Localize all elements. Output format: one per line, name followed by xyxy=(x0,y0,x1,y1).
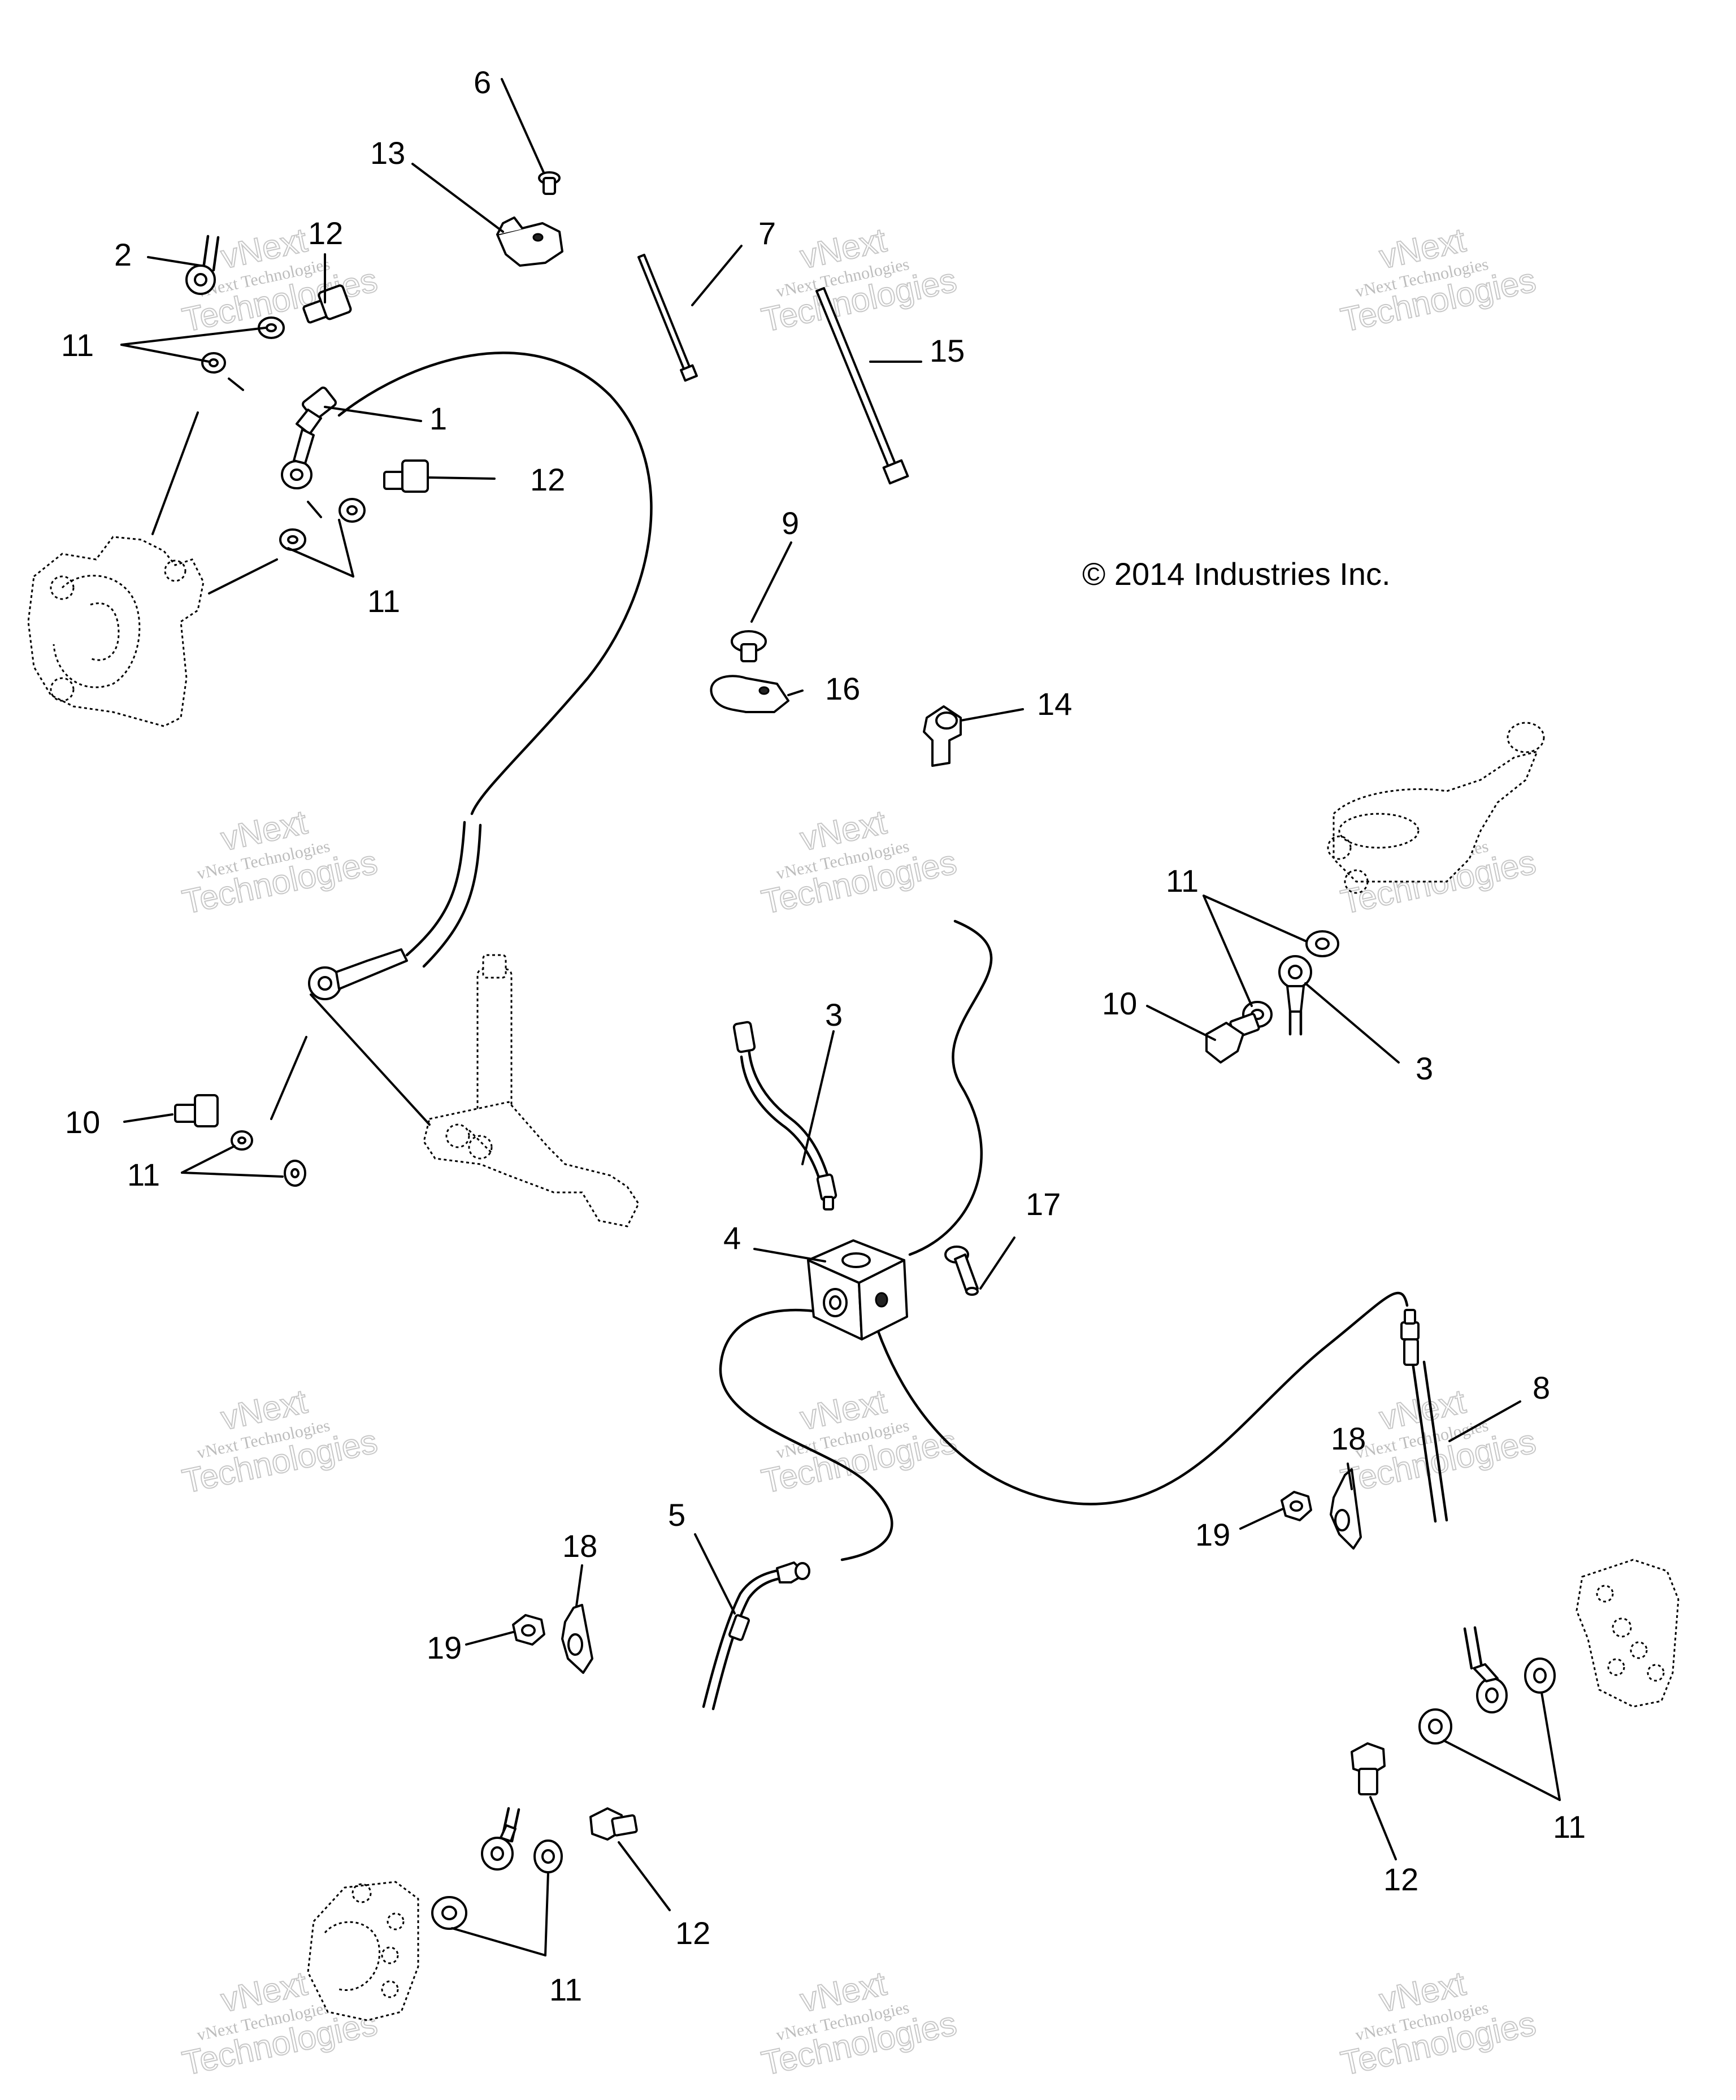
master-cylinder-banjo xyxy=(308,948,408,1000)
fitting-14 xyxy=(923,705,962,767)
banjo-rear-left xyxy=(481,1824,517,1871)
leader-lines xyxy=(120,78,1561,1956)
clamp-18-left xyxy=(561,1604,593,1674)
bolt-10-left xyxy=(174,1094,219,1127)
callout-2: 2 xyxy=(114,237,132,272)
callout-11: 11 xyxy=(367,583,400,619)
washer-11-f xyxy=(284,1160,306,1187)
copyright-text: © 2014 Industries Inc. xyxy=(1082,556,1391,592)
bracket-13 xyxy=(496,216,563,267)
callout-11: 11 xyxy=(549,1972,582,2007)
washer-11-j xyxy=(1418,1708,1452,1745)
banjo-fitting-3-right xyxy=(1278,955,1312,1013)
washer-11-g xyxy=(1305,930,1339,957)
nut-19-right xyxy=(1281,1491,1312,1521)
banjo-bolt-12-rear-right xyxy=(1351,1742,1386,1795)
callout-12: 12 xyxy=(308,215,343,251)
callout-11: 11 xyxy=(1553,1809,1586,1845)
hose-8-fitting xyxy=(1400,1309,1420,1366)
banjo-bolt-12-a xyxy=(302,284,352,324)
banjo-fitting-2 xyxy=(185,264,216,295)
callout-5: 5 xyxy=(668,1497,685,1533)
nut-19-left xyxy=(512,1614,545,1646)
screw-17 xyxy=(944,1246,979,1296)
callout-17: 17 xyxy=(1026,1186,1061,1222)
clamp-18-right xyxy=(1330,1468,1362,1550)
callout-3: 3 xyxy=(1416,1051,1433,1086)
callout-12: 12 xyxy=(675,1915,710,1951)
brake-line-fitting-1 xyxy=(281,387,337,489)
washer-11-d xyxy=(279,528,306,551)
callout-4: 4 xyxy=(723,1220,741,1256)
callout-11: 11 xyxy=(127,1157,160,1192)
callout-9: 9 xyxy=(782,505,799,541)
callout-10: 10 xyxy=(1102,986,1137,1021)
banjo-rear-right xyxy=(1473,1663,1508,1713)
distribution-block-4 xyxy=(807,1239,908,1340)
washer-11-a xyxy=(258,316,285,339)
callout-16: 16 xyxy=(825,671,860,706)
callout-labels: 6 13 2 12 11 1 12 11 7 15 9 16 14 11 10 … xyxy=(61,64,1586,2007)
callout-15: 15 xyxy=(930,333,965,368)
callout-18: 18 xyxy=(1331,1421,1366,1456)
parts xyxy=(27,171,1679,2021)
bolt-10-right xyxy=(1205,1013,1260,1064)
callout-11: 11 xyxy=(61,327,94,363)
rear-right-caliper xyxy=(1576,1559,1679,1708)
callout-10: 10 xyxy=(65,1104,100,1140)
hose-3-center xyxy=(732,1021,837,1210)
master-cylinder xyxy=(423,954,640,1227)
screw-9 xyxy=(731,630,767,662)
front-left-caliper xyxy=(27,536,205,727)
callout-7: 7 xyxy=(758,215,776,251)
callout-8: 8 xyxy=(1533,1370,1550,1405)
clip-16 xyxy=(710,675,789,713)
callout-19: 19 xyxy=(427,1630,462,1665)
banjo-bolt-12-b xyxy=(383,459,429,493)
washer-11-l xyxy=(533,1839,563,1873)
callout-13: 13 xyxy=(370,135,405,171)
banjo-bolt-12-rear-left xyxy=(589,1807,638,1841)
washer-11-e xyxy=(231,1130,253,1151)
callout-12: 12 xyxy=(1383,1862,1418,1897)
hose-5-fitting xyxy=(728,1561,810,1641)
callout-11: 11 xyxy=(1166,863,1199,899)
callout-3: 3 xyxy=(825,997,843,1032)
callout-12: 12 xyxy=(530,462,565,497)
washer-11-i xyxy=(1524,1658,1556,1694)
washer-11-k xyxy=(431,1896,467,1930)
cable-tie-15 xyxy=(815,287,909,485)
washer-11-c xyxy=(338,498,366,523)
rear-left-caliper xyxy=(307,1881,419,2021)
callout-18: 18 xyxy=(562,1528,597,1564)
washer-11-b xyxy=(201,352,226,374)
screw-6 xyxy=(538,171,561,195)
callout-6: 6 xyxy=(474,64,491,100)
callout-1: 1 xyxy=(429,401,447,436)
rear-lever-assembly xyxy=(1327,722,1545,894)
cable-tie-7 xyxy=(637,254,698,382)
callout-19: 19 xyxy=(1195,1517,1230,1552)
brake-hoses xyxy=(202,235,1483,1843)
callout-14: 14 xyxy=(1037,686,1072,722)
